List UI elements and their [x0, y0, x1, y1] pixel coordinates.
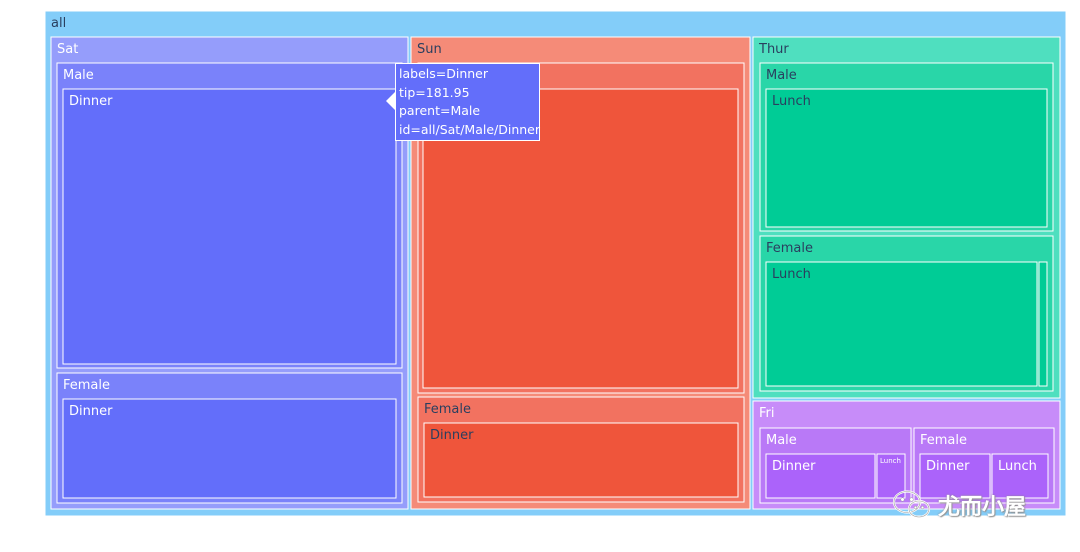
treemap-tile-all-fri-male-dinner[interactable]: [765, 453, 876, 499]
tooltip-tip: tip=181.95: [399, 84, 470, 100]
treemap-label-all-fri-female-lunch: Lunch: [998, 459, 1037, 474]
watermark: 尤而小屋: [892, 488, 1026, 522]
treemap-label-all-sat-female-dinner: Dinner: [69, 404, 113, 419]
treemap-label-all-thur-male: Male: [766, 68, 797, 83]
hover-tooltip: labels=Dinner tip=181.95 parent=Male id=…: [395, 63, 540, 141]
treemap-tile-all-sat-male-dinner[interactable]: [62, 88, 397, 365]
treemap-label-all-fri-female-dinner: Dinner: [926, 459, 970, 474]
treemap-label-all-thur-male-lunch: Lunch: [772, 94, 811, 109]
treemap-label-all-fri: Fri: [759, 406, 775, 421]
treemap-label-all-fri-female: Female: [920, 433, 967, 448]
treemap-tile-all-thur-female-dinner[interactable]: [1038, 261, 1048, 387]
tooltip-parent: parent=Male: [399, 103, 481, 118]
tooltip-labels: labels=Dinner: [399, 66, 488, 81]
treemap-label-all-fri-male-dinner: Dinner: [772, 459, 816, 474]
treemap-label-all-fri-male-lunch: Lunch: [880, 457, 901, 465]
wechat-icon: [892, 490, 931, 519]
treemap-tile-all-fri-female-lunch[interactable]: [991, 453, 1049, 499]
treemap-tile-all-fri-female-dinner[interactable]: [919, 453, 991, 499]
tooltip-id: id=all/Sat/Male/Dinner: [399, 121, 540, 137]
treemap-label-all-thur-female: Female: [766, 241, 813, 256]
treemap-label-all-thur: Thur: [758, 42, 789, 57]
treemap-tile-all-thur-female-lunch[interactable]: [765, 261, 1038, 387]
treemap-label-all-fri-male: Male: [766, 433, 797, 448]
treemap-label-all-sun-female-dinner: Dinner: [430, 428, 474, 443]
watermark-text: 尤而小屋: [938, 495, 1027, 520]
treemap-tile-all-thur-male-lunch[interactable]: [765, 88, 1048, 228]
treemap-label-all-thur-female-lunch: Lunch: [772, 267, 811, 282]
treemap-label-all-sat-female: Female: [63, 378, 110, 393]
treemap-tile-all-fri-male-lunch[interactable]: [876, 453, 906, 499]
treemap-tile-all-sat-female-dinner[interactable]: [62, 398, 397, 499]
treemap-label-all-sat-male-dinner: Dinner: [69, 94, 113, 109]
treemap-label-all-sat-male: Male: [63, 68, 94, 83]
tooltip-arrow: [386, 92, 395, 110]
treemap-label-all-sat: Sat: [57, 42, 78, 57]
treemap-tile-all-sun-female-dinner[interactable]: [423, 422, 739, 498]
treemap-label-all: all: [51, 16, 66, 31]
treemap-label-all-sun-female: Female: [424, 402, 471, 417]
treemap-label-all-sun: Sun: [417, 42, 442, 57]
